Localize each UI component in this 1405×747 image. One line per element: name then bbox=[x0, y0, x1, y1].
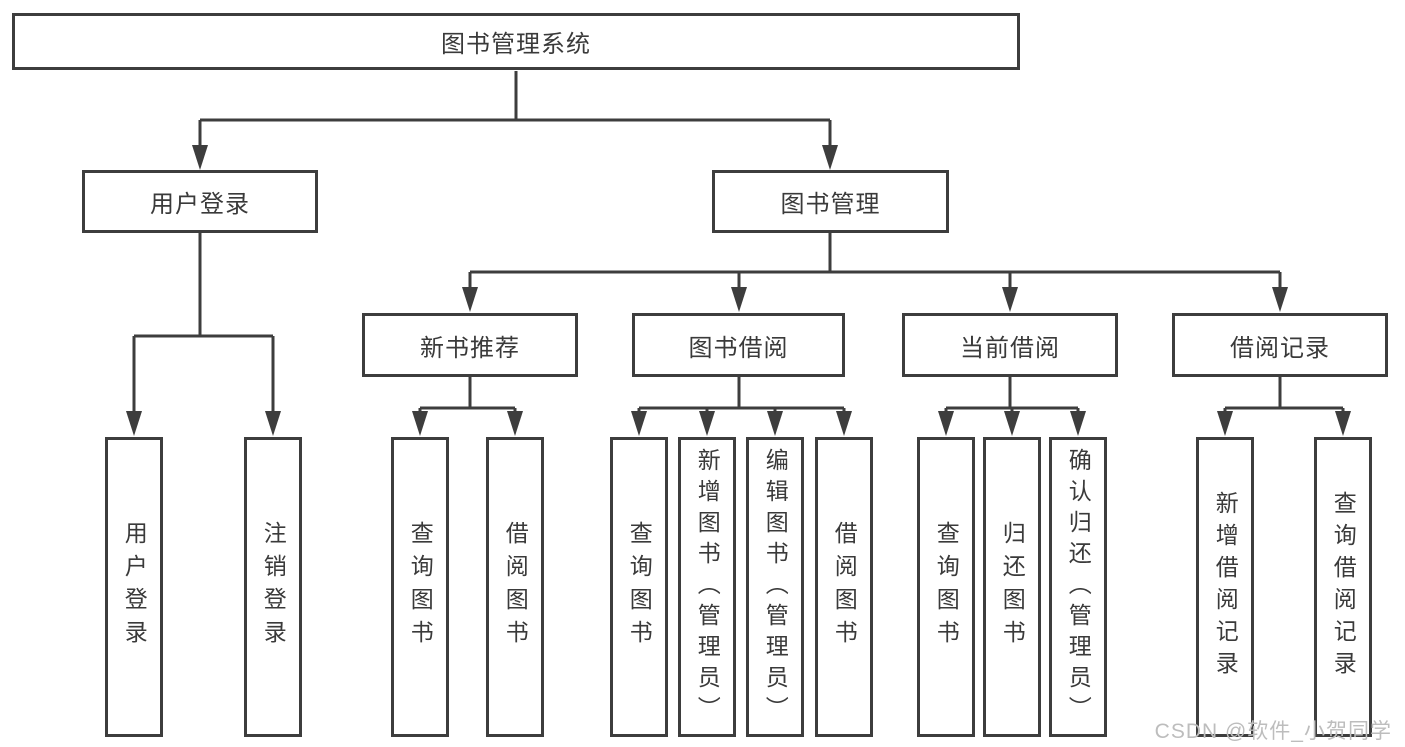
connector-book-management bbox=[468, 233, 1282, 288]
leaf-return-books-label: 归还图书 bbox=[999, 521, 1026, 653]
arrowhead-book-borrowing bbox=[731, 287, 747, 312]
node-current-borrowing: 当前借阅 bbox=[902, 313, 1118, 377]
connector-user-login bbox=[132, 233, 275, 412]
connector-current-borrowing bbox=[944, 377, 1080, 412]
leaf-query-borrow-record: 查询借阅记录 bbox=[1314, 437, 1372, 737]
arrowhead-bb-query bbox=[631, 411, 647, 436]
leaf-newbook-query-books-label: 查询图书 bbox=[407, 521, 434, 653]
leaf-add-borrow-record: 新增借阅记录 bbox=[1196, 437, 1254, 737]
arrowhead-bb-edit bbox=[767, 411, 783, 436]
leaf-edit-books-admin-label: 编辑图书（管理员） bbox=[762, 447, 789, 727]
arrowhead-cb-confirm bbox=[1070, 411, 1086, 436]
leaf-user-login-label: 用户登录 bbox=[121, 521, 148, 653]
leaf-query-borrow-record-label: 查询借阅记录 bbox=[1330, 491, 1357, 683]
leaf-borrowing-query-books: 查询图书 bbox=[610, 437, 668, 737]
leaf-borrowing-borrow-books-label: 借阅图书 bbox=[831, 521, 858, 653]
arrowhead-br-query bbox=[1335, 411, 1351, 436]
leaf-add-borrow-record-label: 新增借阅记录 bbox=[1212, 491, 1239, 683]
leaf-logout-label: 注销登录 bbox=[260, 521, 287, 653]
arrowhead-leaf-logout bbox=[265, 411, 281, 436]
leaf-newbook-query-books: 查询图书 bbox=[391, 437, 449, 737]
leaf-add-books-admin: 新增图书（管理员） bbox=[678, 437, 736, 737]
leaf-add-books-admin-label: 新增图书（管理员） bbox=[694, 447, 721, 727]
arrowhead-cb-query bbox=[938, 411, 954, 436]
arrowhead-current-borrowing bbox=[1002, 287, 1018, 312]
arrowhead-leaf-user-login bbox=[126, 411, 142, 436]
node-borrow-records: 借阅记录 bbox=[1172, 313, 1388, 377]
arrowhead-new-book bbox=[462, 287, 478, 312]
leaf-confirm-return-admin: 确认归还（管理员） bbox=[1049, 437, 1107, 737]
leaf-borrowing-query-books-label: 查询图书 bbox=[626, 521, 653, 653]
node-user-login: 用户登录 bbox=[82, 170, 318, 233]
arrowhead-user-login bbox=[192, 145, 208, 170]
leaf-current-query-books-label: 查询图书 bbox=[933, 521, 960, 653]
node-book-borrowing: 图书借阅 bbox=[632, 313, 845, 377]
connector-root bbox=[198, 71, 832, 147]
arrowhead-bb-add bbox=[699, 411, 715, 436]
arrowhead-cb-return bbox=[1004, 411, 1020, 436]
leaf-borrowing-borrow-books: 借阅图书 bbox=[815, 437, 873, 737]
leaf-return-books: 归还图书 bbox=[983, 437, 1041, 737]
node-library-management-system: 图书管理系统 bbox=[12, 13, 1020, 70]
arrowhead-nb-borrow bbox=[507, 411, 523, 436]
leaf-user-login: 用户登录 bbox=[105, 437, 163, 737]
leaf-newbook-borrow-books-label: 借阅图书 bbox=[502, 521, 529, 653]
leaf-confirm-return-admin-label: 确认归还（管理员） bbox=[1065, 447, 1092, 727]
node-new-book-recommendation: 新书推荐 bbox=[362, 313, 578, 377]
watermark-csdn: CSDN @软件_小贺同学 bbox=[1154, 720, 1392, 743]
leaf-newbook-borrow-books: 借阅图书 bbox=[486, 437, 544, 737]
leaf-current-query-books: 查询图书 bbox=[917, 437, 975, 737]
arrowhead-book-management bbox=[822, 145, 838, 170]
leaf-logout: 注销登录 bbox=[244, 437, 302, 737]
connector-borrow-records bbox=[1223, 377, 1345, 412]
arrowhead-nb-query bbox=[412, 411, 428, 436]
connector-book-borrowing bbox=[637, 377, 846, 412]
arrowhead-borrow-records bbox=[1272, 287, 1288, 312]
arrowhead-br-add bbox=[1217, 411, 1233, 436]
node-book-management: 图书管理 bbox=[712, 170, 949, 233]
leaf-edit-books-admin: 编辑图书（管理员） bbox=[746, 437, 804, 737]
arrowhead-bb-borrow bbox=[836, 411, 852, 436]
connector-new-book bbox=[418, 377, 517, 412]
